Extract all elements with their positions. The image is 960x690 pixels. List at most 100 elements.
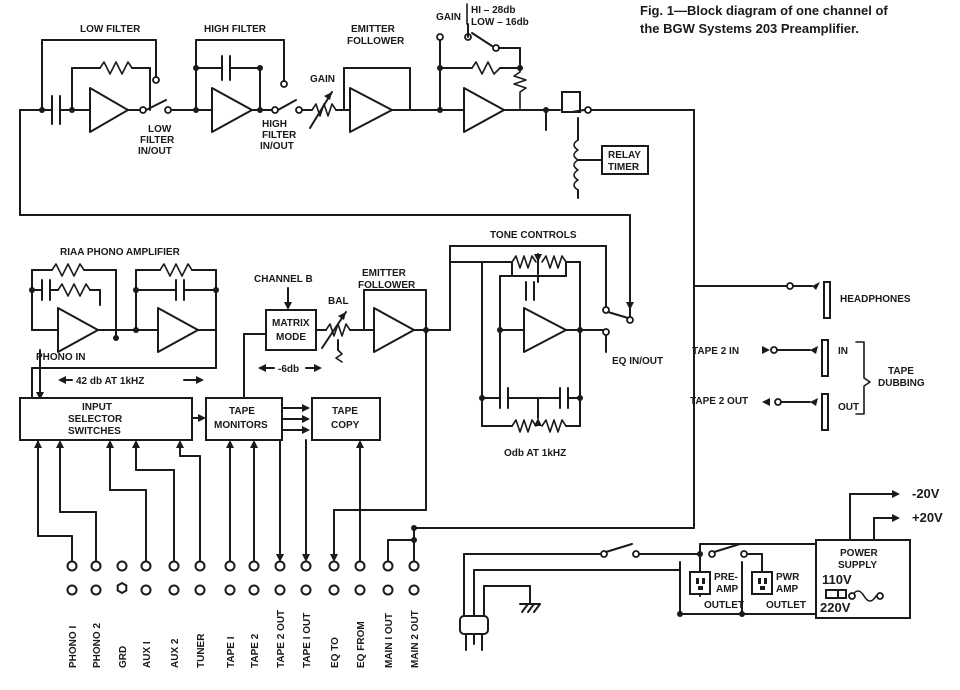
tape2-in-jack: [821, 339, 829, 377]
tape-monitors-label-1: TAPE: [229, 406, 255, 417]
v110-label: 110V: [822, 572, 852, 587]
headphones-label: HEADPHONES: [840, 294, 911, 305]
minus-20v-label: -20V: [912, 486, 940, 501]
out-label: OUT: [838, 402, 859, 413]
low-filter-label: LOW FILTER: [80, 24, 141, 35]
power-supply-label-1: POWER: [840, 548, 879, 559]
high-filter-label: HIGH FILTER: [204, 24, 267, 35]
low-filter-switch-label-2: FILTER: [140, 135, 175, 146]
gain-42db-label: 42 db AT 1kHZ: [76, 376, 144, 387]
odb-label: Odb AT 1kHZ: [504, 448, 566, 459]
gain-low-label: LOW – 16db: [471, 17, 529, 28]
preamp-outlet-label-1: PRE-: [714, 572, 738, 583]
headphones-jack: [823, 281, 831, 319]
bal-label: BAL: [328, 296, 349, 307]
tape-copy-box: [311, 397, 381, 441]
pwramp-outlet-label-3: OUTLET: [766, 600, 806, 611]
jack-top-1: [90, 560, 102, 572]
jack-bottom-13: [408, 584, 420, 596]
caption-line-1: Fig. 1—Block diagram of one channel of: [640, 3, 888, 18]
jack-label-0: PHONO I: [68, 626, 79, 668]
v220-label: 220V: [820, 600, 851, 615]
jack-bottom-4: [168, 584, 180, 596]
jack-label-11: EQ FROM: [356, 621, 367, 668]
riaa-title: RIAA PHONO AMPLIFIER: [60, 247, 181, 258]
jack-label-4: AUX 2: [170, 638, 181, 668]
power-plug: [459, 615, 489, 635]
jack-bottom-8: [274, 584, 286, 596]
tape-copy-label-2: COPY: [331, 420, 360, 431]
jack-top-4: [168, 560, 180, 572]
jack-label-2: GRD: [118, 646, 129, 668]
jack-bottom-7: [248, 584, 260, 596]
relay-timer-label-1: RELAY: [608, 150, 641, 161]
caption-line-2: the BGW Systems 203 Preamplifier.: [640, 21, 859, 36]
gain-knob-label: GAIN: [310, 74, 335, 85]
jack-top-0: [66, 560, 78, 572]
tape2-out-jack: [821, 393, 829, 431]
jack-label-3: AUX I: [142, 641, 153, 668]
jack-top-8: [274, 560, 286, 572]
tone-controls-label: TONE CONTROLS: [490, 230, 577, 241]
high-filter-amplifier: [211, 87, 253, 133]
relay-timer-label-2: TIMER: [608, 162, 640, 173]
power-supply-box: [815, 539, 911, 619]
gain-amplifier: [463, 87, 505, 133]
jack-bottom-3: [140, 584, 152, 596]
high-filter-switch-label-3: IN/OUT: [260, 141, 294, 152]
input-selector-box: [19, 397, 193, 441]
emitter-follower-2-amplifier: [373, 307, 415, 353]
channel-b-label: CHANNEL B: [254, 274, 313, 285]
preamp-outlet-label-3: OUTLET: [704, 600, 744, 611]
jack-label-7: TAPE 2: [250, 633, 261, 668]
matrix-mode-label-1: MATRIX: [272, 318, 310, 329]
matrix-section: CHANNEL B MATRIX MODE -6db BAL EMITTER F…: [254, 245, 607, 511]
jack-bottom-1: [90, 584, 102, 596]
jack-top-6: [224, 560, 236, 572]
input-selector-label-1: INPUT: [82, 402, 112, 413]
jack-top-11: [354, 560, 366, 572]
jack-top-12: [382, 560, 394, 572]
jack-top-3: [140, 560, 152, 572]
gain-switch-label: GAIN: [436, 12, 461, 23]
jack-label-5: TUNER: [196, 633, 207, 668]
outputs-right: HEADPHONES TAPE 2 IN IN TAPE 2 OUT OUT T…: [690, 109, 925, 431]
high-filter-switch-label-1: HIGH: [262, 119, 287, 130]
preamp-outlet-label-2: AMP: [716, 584, 739, 595]
matrix-mode-label-2: MODE: [276, 332, 306, 343]
emitter-follower-amplifier: [349, 87, 393, 133]
low-filter-switch-label-3: IN/OUT: [138, 146, 172, 157]
pwr-amp-outlet-plug: [751, 571, 773, 595]
in-label: IN: [838, 346, 848, 357]
jack-label-9: TAPE I OUT: [302, 613, 313, 668]
gain-hi-label: HI – 28db: [471, 5, 515, 16]
jack-bottom-12: [382, 584, 394, 596]
emitter-follower-label-1: EMITTER: [351, 24, 396, 35]
tape-dubbing-label-2: DUBBING: [878, 378, 925, 389]
top-chain: LOW FILTER LOW FILTER IN/OUT HIGH FILTER…: [19, 3, 695, 291]
eq-in-out-label: EQ IN/OUT: [612, 356, 663, 367]
emitter-follower-2-label-1: EMITTER: [362, 268, 407, 279]
riaa-phono-amplifier: RIAA PHONO AMPLIFIER PHONO IN: [29, 247, 219, 400]
jack-bottom-9: [300, 584, 312, 596]
power-section: -20V +20V POWER SUPPLY 110V 220V PRE- AM…: [459, 486, 943, 651]
low-filter-switch-label-1: LOW: [148, 124, 172, 135]
minus-6db-label: -6db: [278, 364, 299, 375]
tone-controls: TONE CONTROLS: [449, 230, 663, 459]
jack-bottom-0: [66, 584, 78, 596]
power-supply-label-2: SUPPLY: [838, 560, 877, 571]
jack-label-8: TAPE 2 OUT: [276, 610, 287, 668]
jack-label-10: EQ TO: [330, 637, 341, 668]
jack-label-12: MAIN I OUT: [384, 613, 395, 668]
phono-in-label: PHONO IN: [36, 352, 85, 363]
tape-monitors-box: [205, 397, 283, 441]
tape2-out-label: TAPE 2 OUT: [690, 396, 748, 407]
pwramp-outlet-label-2: AMP: [776, 584, 799, 595]
jack-label-6: TAPE I: [226, 636, 237, 668]
jack-top-9: [300, 560, 312, 572]
pwramp-outlet-label-1: PWR: [776, 572, 800, 583]
input-selector-label-2: SELECTOR: [68, 414, 123, 425]
